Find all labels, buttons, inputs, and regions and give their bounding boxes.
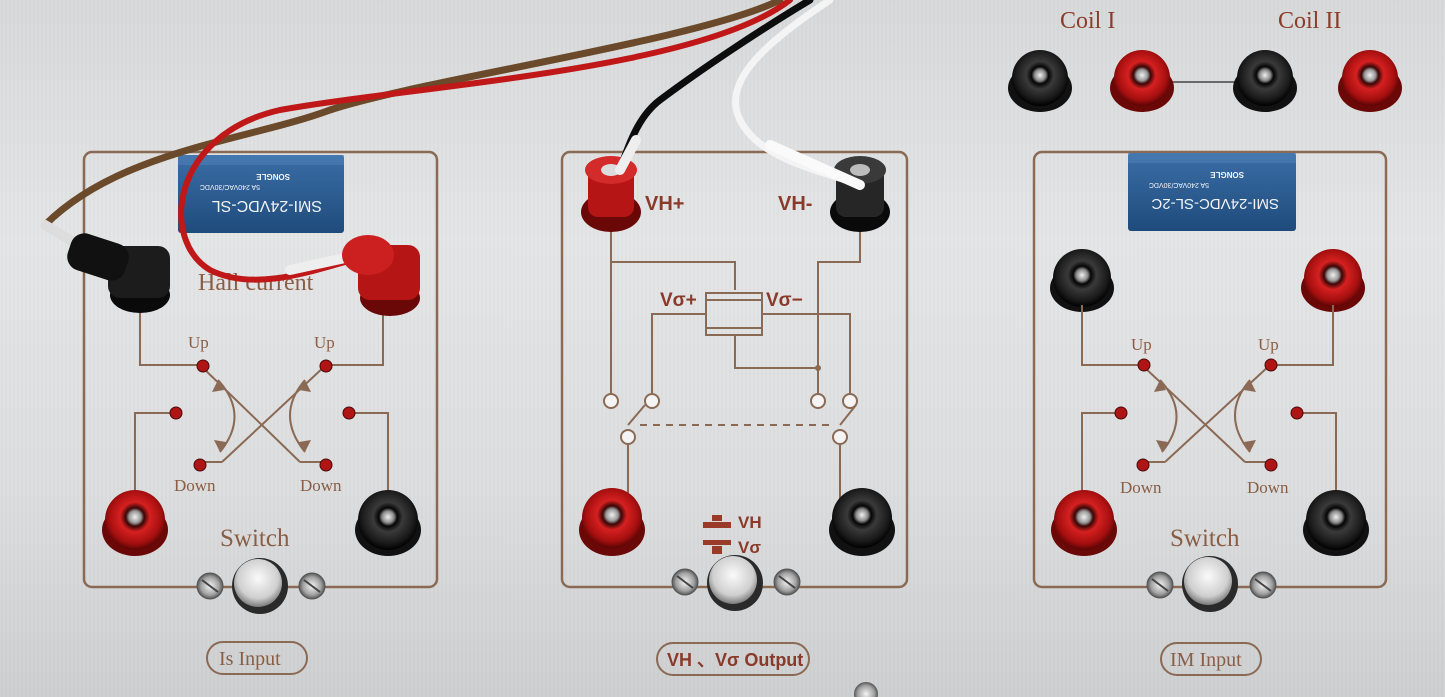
right-relay-brand: SONGLE [1210,170,1244,179]
left-input-label: Is Input [219,648,281,670]
right-led-up-left [1137,358,1151,372]
vsig-plus-label: Vσ+ [660,290,697,311]
middle-panel: VH+ VH- Vσ+ Vσ [560,150,909,676]
right-top-red-terminal[interactable] [1301,249,1365,312]
left-relay-rating: 5A 240VAC/30VDC [200,183,260,190]
right-up-left: Up [1131,335,1152,354]
left-down-right: Down [300,476,342,495]
right-black-terminal[interactable] [1303,490,1369,556]
right-input-label: IM Input [1170,649,1242,671]
right-switch-button[interactable] [1146,556,1277,612]
right-led-up-right [1264,358,1278,372]
vh-plus-label: VH+ [645,193,684,215]
right-top-black-terminal[interactable] [1050,249,1114,312]
left-switch-button[interactable] [196,558,326,614]
vh-minus-terminal[interactable] [830,156,890,232]
left-led-mid-right [342,406,356,420]
left-down-left: Down [174,476,216,495]
coil-terminals [1008,50,1402,112]
vsig-minus-label: Vσ− [766,290,803,311]
coil1-black-terminal[interactable] [1008,50,1072,112]
left-led-down-right [319,458,333,472]
middle-red-terminal[interactable] [579,488,645,556]
right-red-terminal[interactable] [1051,490,1117,556]
coil2-red-terminal[interactable] [1338,50,1402,112]
coil2-black-terminal[interactable] [1233,50,1297,112]
right-led-mid-left [1114,406,1128,420]
right-panel: SMI-24VDC-SL-2C 5A 240VAC/30VDC SONGLE [1032,150,1388,676]
left-switch-label: Switch [220,525,290,552]
button-legend: VH Vσ [703,513,762,557]
vh-minus-label: VH- [778,193,812,215]
left-red-terminal[interactable] [102,490,168,556]
coil1-label: Coil I [1060,8,1116,34]
right-relay-model: SMI-24VDC-SL-2C [1151,195,1279,212]
right-down-right: Down [1247,478,1289,497]
left-up-left: Up [188,333,209,352]
left-up-right: Up [314,333,335,352]
panel-screw [854,682,878,697]
coil1-red-terminal[interactable] [1110,50,1174,112]
left-led-up-left [196,359,210,373]
left-relay-model: SMI-24VDC-SL [212,197,322,214]
right-down-left: Down [1120,478,1162,497]
legend-vh: VH [738,513,762,532]
right-switch-label: Switch [1170,525,1240,552]
coil2-label: Coil II [1278,8,1342,34]
left-black-plug-terminal[interactable] [64,230,170,313]
middle-black-terminal[interactable] [829,488,895,556]
right-led-mid-right [1290,406,1304,420]
left-led-mid-left [169,406,183,420]
wires [40,0,865,283]
middle-output-label: VH 、Vσ Output [667,650,803,670]
right-up-right: Up [1258,335,1279,354]
left-red-plug-terminal[interactable] [342,235,420,316]
right-relay: SMI-24VDC-SL-2C 5A 240VAC/30VDC SONGLE [1128,153,1296,231]
right-relay-rating: 5A 240VAC/30VDC [1149,181,1209,188]
left-relay-brand: SONGLE [256,172,290,181]
legend-vsig: Vσ [738,538,761,557]
left-panel: SMI-24VDC-SL 5A 240VAC/30VDC SONGLE Hall… [82,150,439,675]
left-led-up-right [319,359,333,373]
middle-switch-button[interactable] [671,555,801,611]
vh-plus-terminal[interactable] [581,156,641,232]
right-led-down-right [1264,458,1278,472]
left-relay: SMI-24VDC-SL 5A 240VAC/30VDC SONGLE [178,155,344,233]
right-led-down-left [1136,458,1150,472]
left-led-down-left [193,458,207,472]
left-black-terminal[interactable] [355,490,421,556]
